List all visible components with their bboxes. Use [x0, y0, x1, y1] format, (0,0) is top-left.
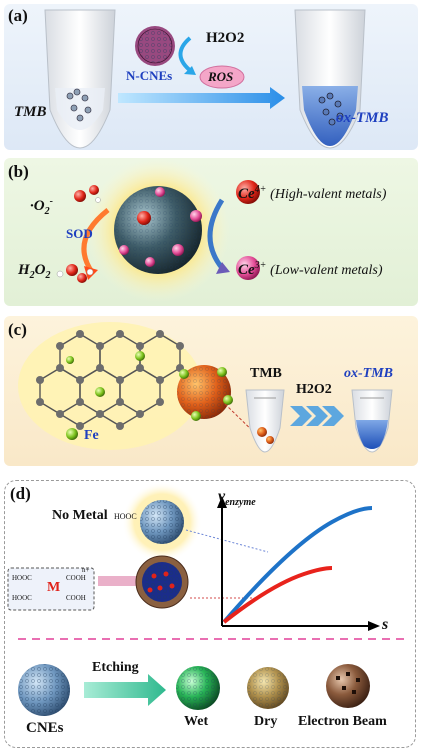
h2o2-label-c: H2O2 [296, 382, 332, 397]
panel-a-graphics [44, 9, 366, 149]
panel-b-label: (b) [8, 162, 29, 181]
ligand-box [7, 567, 95, 611]
reaction-arrow-a [118, 87, 285, 109]
x-axis-label: s [382, 616, 389, 633]
n-cnes-label: N-CNEs [126, 68, 173, 83]
cnes-label: CNEs [26, 720, 64, 736]
chevron-arrows [290, 406, 344, 426]
ligand-cooh-2: COOH [66, 594, 86, 602]
blue-curve [222, 506, 373, 624]
curved-arrow [178, 36, 194, 74]
h2o2-label-a: H2O2 [206, 30, 245, 46]
ebeam-sphere [326, 664, 370, 708]
superoxide-label: ·O2- [30, 196, 53, 217]
blue-solution [302, 86, 358, 146]
no-metal-label: No Metal [52, 508, 108, 523]
ce3-label: Ce3+ (Low-valent metals) [238, 260, 383, 278]
charge-label: n+ [82, 566, 90, 574]
panel-a-label: (a) [8, 6, 28, 25]
ce4-label: Ce4+ (High-valent metals) [238, 184, 387, 202]
y-axis-label: venzyme [218, 488, 256, 509]
sod-label: SOD [66, 226, 93, 241]
metal-label: M [47, 580, 61, 595]
ce3-ball [236, 256, 260, 280]
panel-b-graphics [56, 158, 260, 302]
wet-label: Wet [184, 714, 209, 729]
dry-label: Dry [254, 714, 278, 729]
ligand-hooc-1: HOOC [12, 574, 32, 582]
panel-c-label: (c) [8, 320, 27, 339]
ligand-hooc-2: HOOC [12, 594, 32, 602]
graphene-atoms [36, 330, 184, 430]
red-curve [222, 566, 333, 624]
tmb-label-a: TMB [14, 104, 47, 120]
panel-d-label: (d) [10, 484, 31, 503]
tube-c-left [245, 389, 285, 453]
ox-tmb-label-a: ox-TMB [336, 110, 389, 126]
peroxide-label: H2O2 [18, 262, 51, 281]
ce4-ball [236, 180, 260, 204]
ros-cloud [199, 65, 245, 89]
panel-d [4, 480, 416, 748]
ros-label: ROS [208, 69, 234, 84]
fe-label: Fe [84, 428, 99, 443]
tmb-label-c: TMB [250, 366, 282, 381]
panel-c-graphics [18, 322, 393, 453]
ox-tmb-label-c: ox-TMB [344, 366, 393, 381]
graphene-glow [18, 322, 202, 450]
superoxide-molecule [74, 190, 86, 202]
tmb-molecules-left [66, 88, 92, 122]
fe-atom [66, 428, 78, 440]
ebeam-label: Electron Beam [298, 714, 387, 729]
peroxide-molecule [66, 264, 78, 276]
ce-reduction-arrow [207, 198, 225, 270]
ligand-cooh-1: COOH [66, 574, 86, 582]
etching-label: Etching [92, 660, 139, 675]
etching-arrow [84, 674, 166, 706]
hooc-top-label: HOOC [114, 512, 137, 521]
panel-d-graphics [7, 482, 406, 716]
sod-arrow [81, 208, 110, 274]
